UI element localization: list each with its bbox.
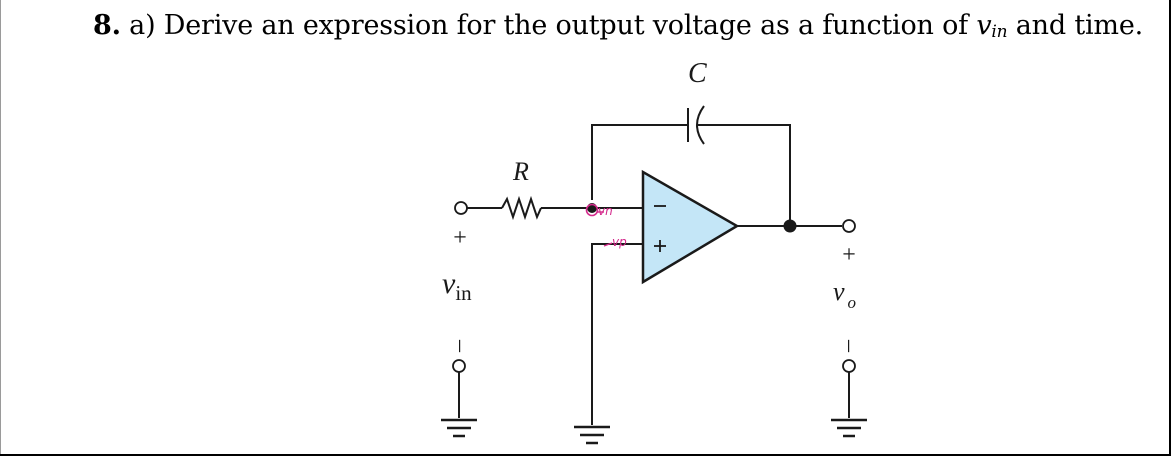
feedback-wire-left	[591, 124, 688, 200]
question-text: 8. a) Derive an expression for the outpu…	[93, 10, 1143, 42]
left-border	[0, 0, 1, 456]
input-ground-symbol	[441, 418, 477, 438]
question-variable: vin	[976, 10, 1008, 42]
input-voltage-label: vin	[442, 267, 472, 305]
output-voltage-base: v	[833, 277, 845, 306]
svg-text:vn: vn	[598, 204, 613, 218]
right-border	[1169, 0, 1171, 456]
output-ground-symbol	[831, 418, 867, 438]
op-amp-noninverting-mark	[654, 240, 666, 252]
question-text-before: a) Derive an expression for the output v…	[120, 10, 977, 41]
capacitor-plate-right	[696, 105, 705, 145]
output-voltage-sub: o	[848, 293, 857, 312]
output-plus-sign: +	[842, 242, 856, 268]
input-terminal-bottom	[452, 359, 466, 373]
noninverting-input-wire	[591, 243, 643, 425]
output-terminal-bottom	[842, 359, 856, 373]
output-node-dot	[783, 219, 797, 233]
feedback-wire-right	[698, 124, 791, 226]
op-amp-triangle	[641, 169, 740, 285]
output-terminal-top	[842, 219, 856, 233]
question-text-after: and time.	[1007, 10, 1143, 41]
input-terminal-top	[454, 201, 468, 215]
resistor	[501, 195, 542, 221]
input-voltage-base: v	[442, 267, 456, 300]
vp-annotation: vp	[603, 235, 627, 249]
resistor-label: R	[512, 157, 529, 186]
input-minus-sign: –	[448, 339, 474, 353]
output-minus-sign: –	[837, 339, 863, 353]
capacitor-label: C	[688, 58, 707, 89]
input-voltage-sub: in	[455, 281, 472, 305]
svg-text:vp: vp	[612, 235, 627, 249]
bottom-border	[0, 454, 1171, 456]
question-variable-base: v	[976, 10, 992, 41]
vn-annotation: vn	[585, 203, 613, 218]
opamp-ground-symbol	[574, 425, 610, 445]
question-number: 8.	[93, 10, 121, 41]
input-plus-sign: +	[453, 225, 467, 251]
question-variable-sub: in	[991, 22, 1008, 42]
